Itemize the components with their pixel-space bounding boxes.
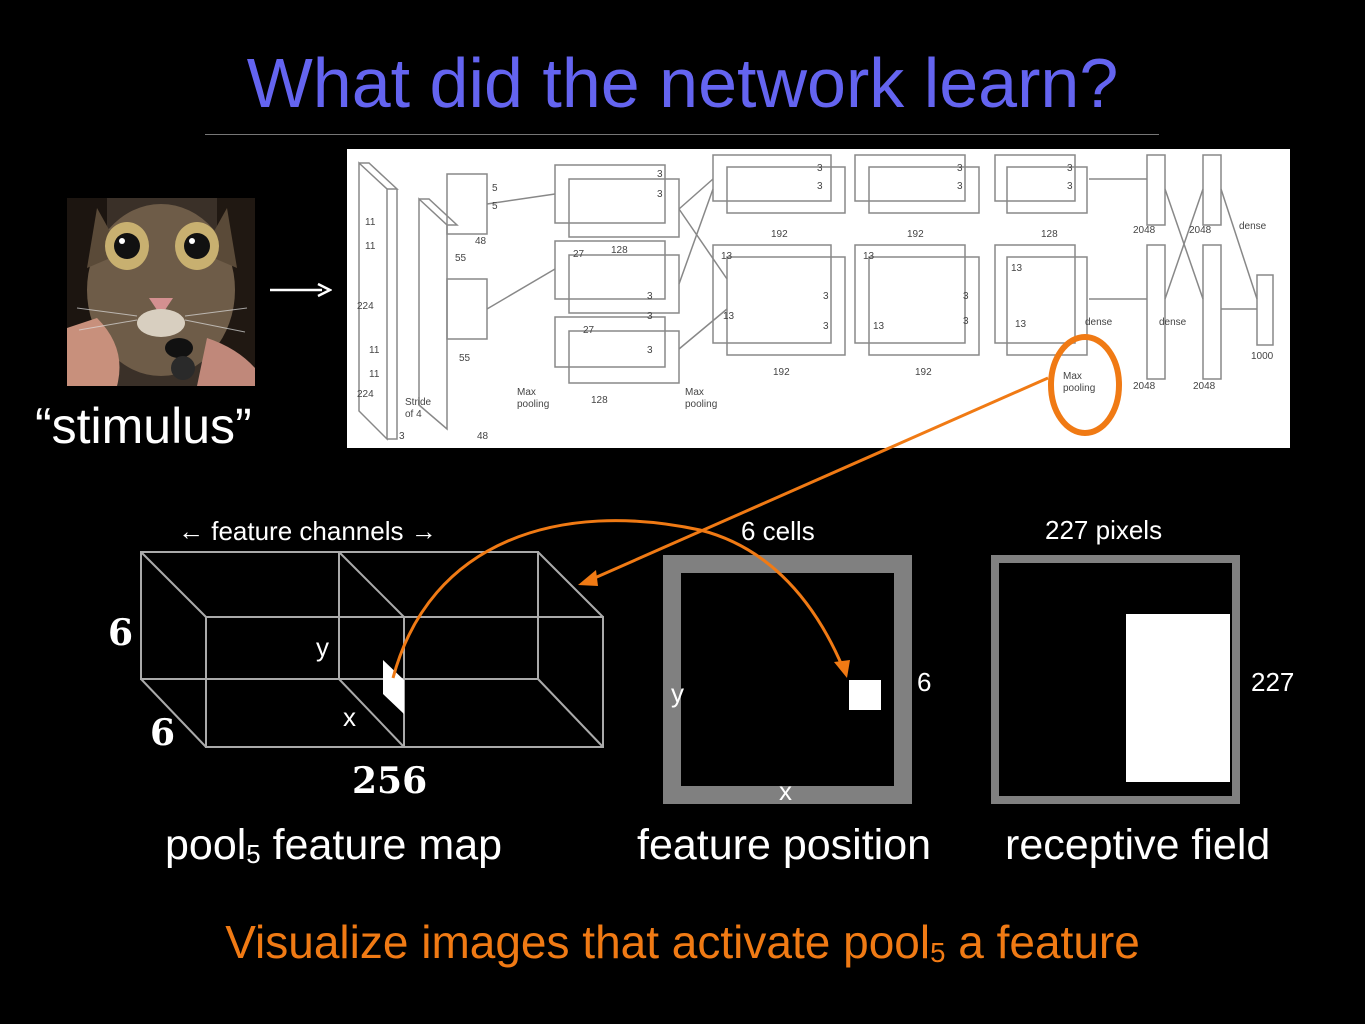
svg-text:pooling: pooling — [517, 399, 549, 410]
svg-text:3: 3 — [963, 316, 969, 327]
svg-text:55: 55 — [455, 253, 467, 264]
svg-text:3: 3 — [963, 291, 969, 302]
title-divider — [205, 134, 1159, 135]
svg-text:3: 3 — [657, 189, 663, 200]
slide-title: What did the network learn? — [246, 44, 1119, 122]
svg-text:192: 192 — [773, 367, 790, 378]
svg-text:5: 5 — [492, 183, 498, 194]
svg-text:3: 3 — [1067, 181, 1073, 192]
svg-text:3: 3 — [823, 291, 829, 302]
svg-text:13: 13 — [723, 311, 735, 322]
svg-text:dense: dense — [1159, 317, 1187, 328]
feature-map-caption: pool5 feature map — [165, 821, 503, 869]
svg-text:2048: 2048 — [1133, 225, 1156, 236]
feature-map-axis-x: x — [343, 702, 356, 732]
svg-text:3: 3 — [657, 169, 663, 180]
svg-text:192: 192 — [915, 367, 932, 378]
stimulus-arrow-icon — [270, 280, 333, 305]
svg-text:13: 13 — [863, 251, 875, 262]
svg-text:Max: Max — [685, 387, 704, 398]
feature-position-frame — [663, 555, 912, 804]
feature-position-axis-y: y — [671, 678, 684, 708]
svg-text:2048: 2048 — [1193, 381, 1216, 392]
feature-map-channels: 256 — [352, 760, 428, 802]
feature-position-axis-x: x — [779, 776, 792, 806]
svg-text:Max: Max — [517, 387, 536, 398]
svg-text:dense: dense — [1085, 317, 1113, 328]
svg-text:pooling: pooling — [1063, 383, 1095, 394]
feature-position-caption: feature position — [637, 821, 932, 869]
svg-text:192: 192 — [907, 229, 924, 240]
svg-text:3: 3 — [817, 163, 823, 174]
svg-text:128: 128 — [611, 245, 628, 256]
svg-text:3: 3 — [957, 181, 963, 192]
svg-text:3: 3 — [647, 345, 653, 356]
receptive-field-top-label: 227 pixels — [1045, 515, 1163, 545]
position-mapping-arrow — [391, 519, 845, 679]
receptive-field-side-label: 227 — [1251, 667, 1295, 697]
svg-text:3: 3 — [647, 311, 653, 322]
receptive-field-frame — [991, 555, 1240, 804]
feature-map-height: 6 — [108, 612, 134, 654]
feature-map-width: 6 — [150, 712, 176, 754]
svg-text:dense: dense — [1239, 221, 1267, 232]
feature-position-side-label: 6 — [917, 667, 932, 697]
svg-text:Stride: Stride — [405, 397, 432, 408]
svg-text:13: 13 — [721, 251, 733, 262]
svg-text:192: 192 — [771, 229, 788, 240]
feature-map-axis-y: y — [316, 632, 329, 662]
svg-text:13: 13 — [1015, 319, 1027, 330]
svg-text:11: 11 — [369, 345, 380, 356]
feature-position-cell — [849, 680, 881, 710]
svg-text:2048: 2048 — [1133, 381, 1156, 392]
svg-text:5: 5 — [492, 201, 498, 212]
svg-text:3: 3 — [957, 163, 963, 174]
svg-text:11: 11 — [369, 369, 380, 380]
svg-text:13: 13 — [873, 321, 885, 332]
pool5-feature-map-box — [140, 551, 604, 748]
svg-text:128: 128 — [591, 395, 608, 406]
cat-stimulus-image — [67, 198, 255, 386]
svg-text:3: 3 — [647, 291, 653, 302]
svg-text:224: 224 — [357, 301, 374, 312]
svg-text:Max: Max — [1063, 371, 1082, 382]
svg-text:48: 48 — [477, 431, 489, 442]
svg-text:224: 224 — [357, 389, 374, 400]
svg-text:13: 13 — [1011, 263, 1023, 274]
svg-text:2048: 2048 — [1189, 225, 1212, 236]
feature-channels-label: ← feature channels → — [178, 516, 437, 546]
svg-text:48: 48 — [475, 236, 487, 247]
feature-position-top-label: 6 cells — [741, 516, 815, 546]
svg-text:11: 11 — [365, 217, 376, 228]
receptive-field-caption: receptive field — [1005, 821, 1271, 869]
svg-text:128: 128 — [1041, 229, 1058, 240]
receptive-field-patch — [1126, 614, 1230, 782]
svg-text:55: 55 — [459, 353, 471, 364]
svg-text:of 4: of 4 — [405, 409, 422, 420]
active-feature-cell — [383, 660, 404, 714]
svg-text:pooling: pooling — [685, 399, 717, 410]
svg-text:3: 3 — [399, 431, 405, 442]
stimulus-label: “stimulus” — [35, 398, 252, 454]
svg-text:27: 27 — [573, 249, 585, 260]
svg-text:3: 3 — [817, 181, 823, 192]
visualize-statement: Visualize images that activate pool5 a f… — [225, 916, 1140, 969]
svg-text:11: 11 — [365, 241, 376, 252]
svg-text:27: 27 — [583, 325, 595, 336]
pool5-pointer-arrow — [589, 376, 1049, 582]
svg-text:3: 3 — [823, 321, 829, 332]
svg-text:3: 3 — [1067, 163, 1073, 174]
svg-text:1000: 1000 — [1251, 351, 1274, 362]
